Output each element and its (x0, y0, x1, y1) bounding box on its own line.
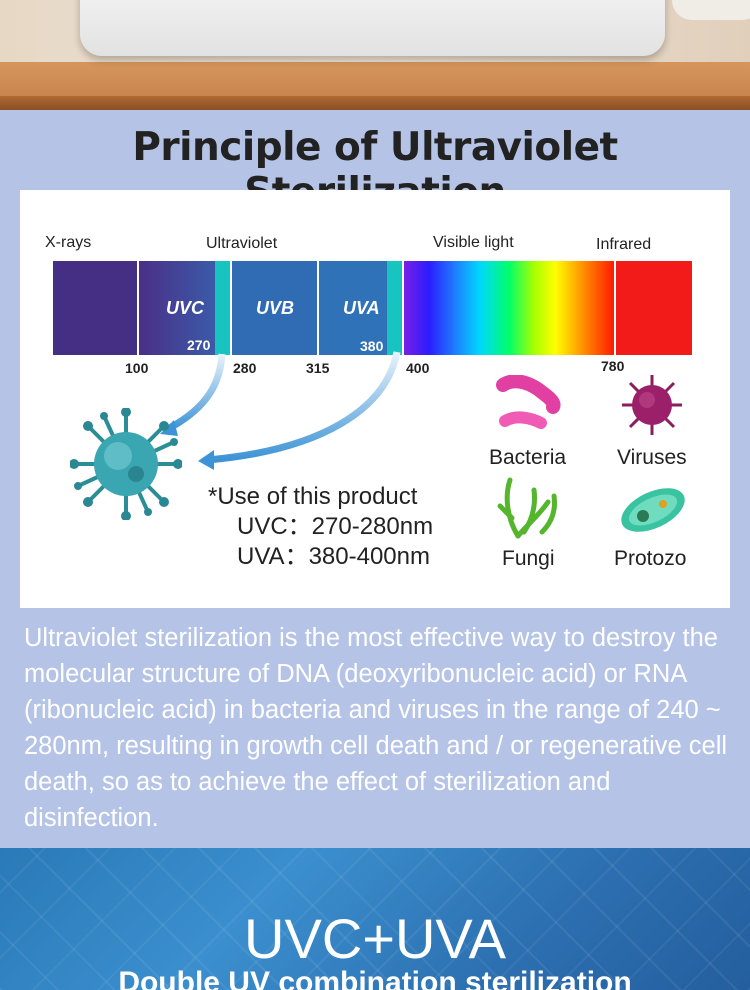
label-bacteria: Bacteria (489, 446, 567, 469)
band-label-uvc: UVC (166, 298, 205, 318)
band-edge-270: 270 (187, 337, 211, 353)
label-protozoa: Protozo (614, 547, 687, 570)
visible-light-band (404, 261, 614, 355)
uvc-uva-banner: UVC+UVA Double UV combination sterilizat… (0, 848, 750, 990)
sterilization-description: Ultraviolet sterilization is the most ef… (24, 624, 728, 832)
label-visible-light: Visible light (433, 234, 514, 251)
fungi-icon (497, 477, 557, 539)
xray-band (53, 261, 137, 355)
tick-100: 100 (125, 360, 149, 376)
uva-marker (387, 261, 402, 355)
band-label-uvb: UVB (256, 298, 295, 318)
product-use-uva: UVA：380-400nm (237, 543, 430, 570)
tick-280: 280 (233, 360, 257, 376)
label-fungi: Fungi (502, 547, 555, 570)
virus-illustration (70, 408, 182, 520)
tick-315: 315 (306, 360, 330, 376)
band-edge-380: 380 (360, 338, 384, 354)
product-use-heading: *Use of this product (208, 483, 418, 510)
label-ultraviolet: Ultraviolet (206, 235, 278, 252)
product-use-uvc: UVC：270-280nm (237, 513, 434, 540)
infrared-band (616, 261, 692, 355)
cup-image (672, 0, 750, 20)
table-edge (0, 96, 750, 110)
product-use-block: *Use of this product UVC：270-280nm UVA：3… (208, 482, 433, 572)
virus-icon (622, 375, 682, 435)
sterilizer-device-image (80, 0, 665, 56)
label-xrays: X-rays (45, 234, 92, 251)
product-photo-strip (0, 0, 750, 110)
arrow-icon (160, 351, 401, 470)
banner-background-pattern (0, 848, 750, 990)
uva-band (319, 261, 387, 355)
tick-780: 780 (601, 358, 625, 374)
uvb-band (232, 261, 317, 355)
uv-spectrum-panel: X-rays Ultraviolet Visible light Infrare… (20, 190, 730, 608)
bacteria-icon (496, 375, 561, 429)
banner-subtitle: Double UV combination sterilization (118, 966, 632, 990)
tick-400: 400 (406, 360, 430, 376)
label-infrared: Infrared (596, 236, 652, 253)
banner-title: UVC+UVA (244, 907, 506, 970)
uvc-marker (215, 261, 230, 355)
uvc-band (139, 261, 215, 355)
band-label-uva: UVA (343, 298, 380, 318)
label-viruses: Viruses (617, 446, 687, 469)
protozoa-icon (621, 488, 685, 532)
